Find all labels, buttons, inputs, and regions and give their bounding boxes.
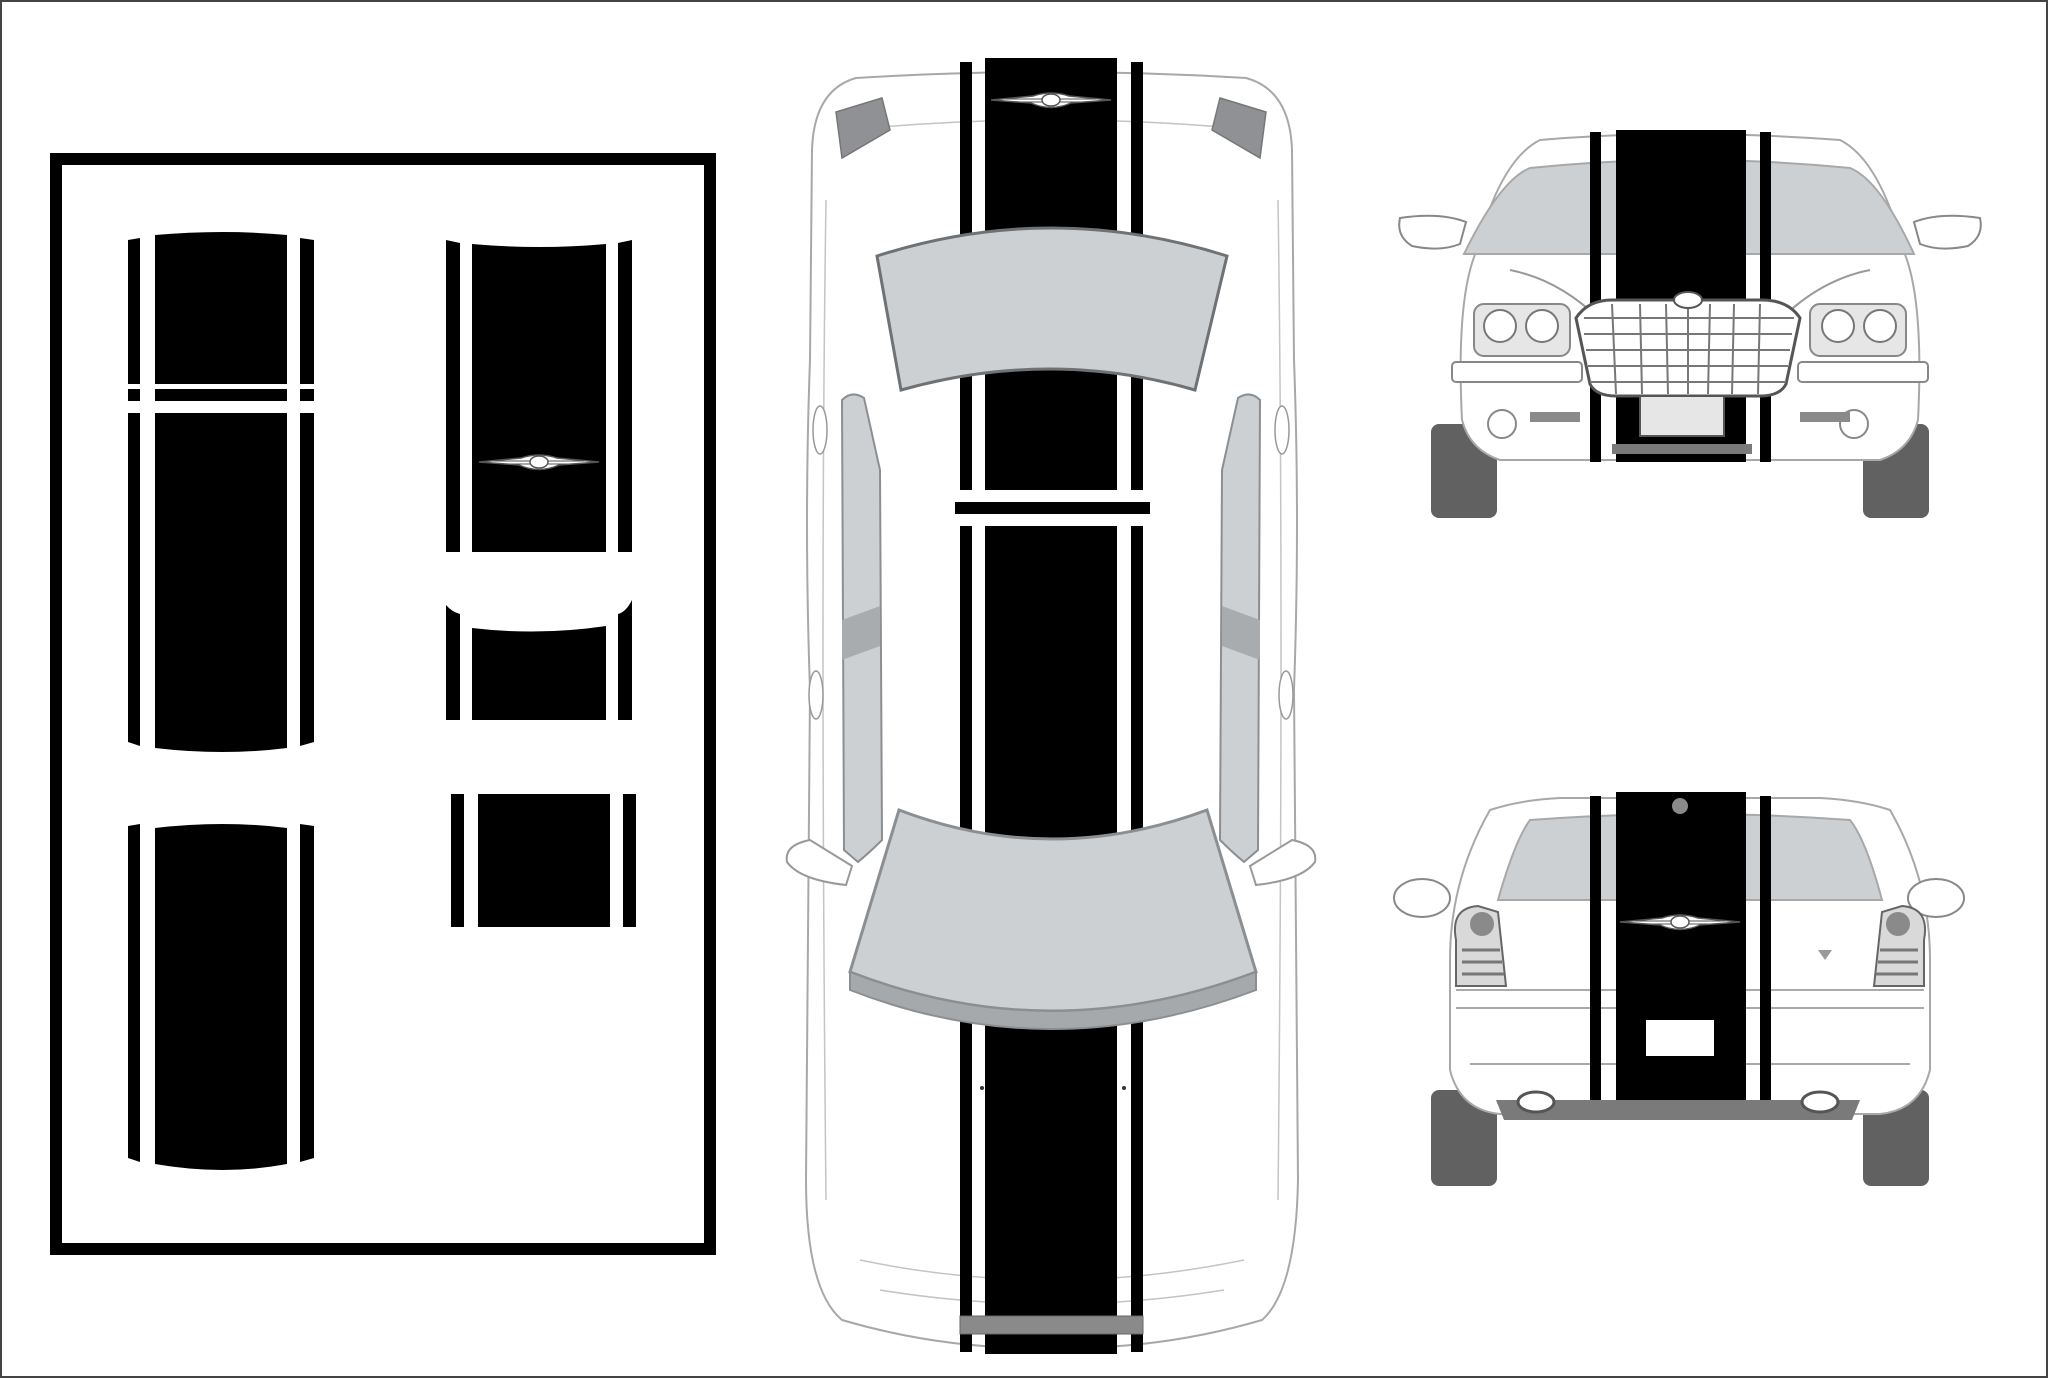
rear-tire-left xyxy=(1431,1090,1497,1186)
trunk-stripe-decal xyxy=(128,824,314,1170)
car-top-view xyxy=(785,58,1317,1354)
hood-stripe-decal xyxy=(128,232,314,752)
front-grille xyxy=(1574,291,1802,398)
rear-license-plate xyxy=(1646,1020,1714,1056)
front-license-plate xyxy=(1639,395,1725,437)
car-front-view xyxy=(1398,130,1982,518)
decal-layout-panel xyxy=(50,153,716,1255)
panel-frame xyxy=(50,153,716,1255)
small-stripe-decal xyxy=(451,794,636,927)
top-rear-window xyxy=(848,808,1258,1013)
rear-stripes xyxy=(1590,792,1771,1102)
bumper-stripe-decal xyxy=(446,600,632,720)
roof-stripe-decal xyxy=(446,240,632,552)
car-rear-view xyxy=(1393,792,1965,1186)
top-windshield xyxy=(875,226,1229,392)
